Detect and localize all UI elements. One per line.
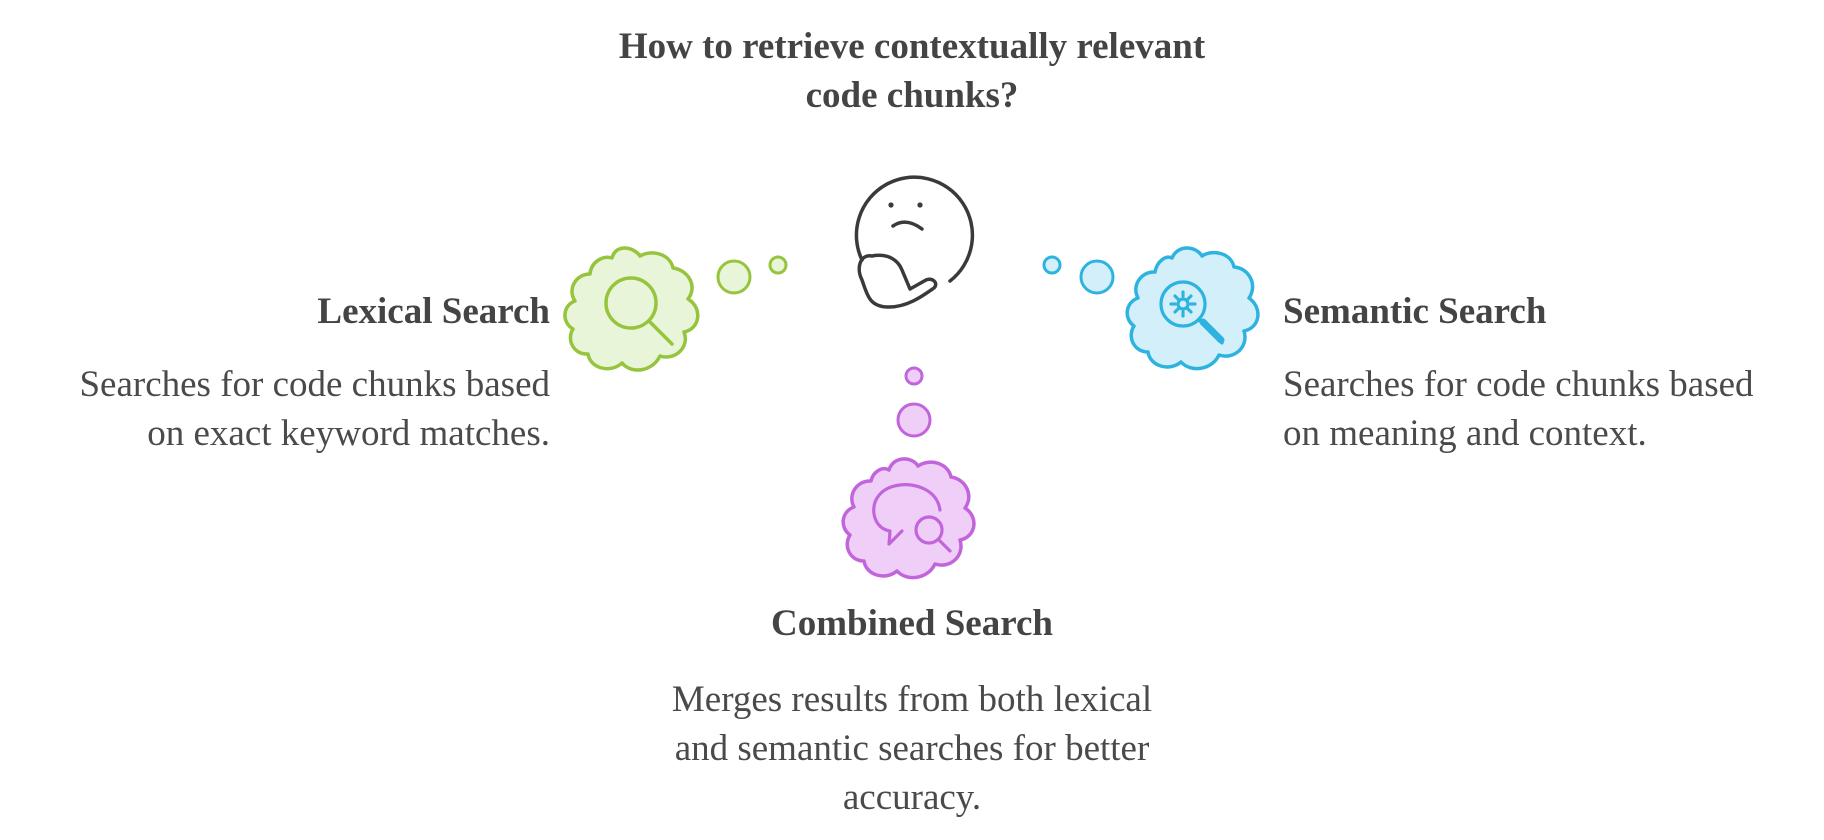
semantic-search-description: Searches for code chunks based on meanin… bbox=[1283, 360, 1754, 458]
diagram-title: How to retrieve contextually relevant co… bbox=[0, 22, 1824, 120]
semantic-search-heading: Semantic Search bbox=[1283, 291, 1547, 332]
lexical-cloud bbox=[563, 246, 700, 372]
lexical-thought-bubbles bbox=[716, 255, 788, 295]
magnifier-icon bbox=[604, 276, 674, 346]
semantic-thought-bubbles bbox=[1042, 255, 1115, 295]
combined-desc-line-2: and semantic searches for better bbox=[674, 728, 1150, 769]
title-line-2: code chunks? bbox=[805, 75, 1019, 116]
semantic-desc-line-2: on meaning and context. bbox=[1283, 413, 1647, 454]
combined-desc-line-1: Merges results from both lexical bbox=[671, 679, 1153, 720]
lexical-desc-line-1: Searches for code chunks based bbox=[79, 364, 550, 405]
combined-search-description: Merges results from both lexical and sem… bbox=[0, 675, 1824, 822]
lexical-desc-line-2: on exact keyword matches. bbox=[147, 413, 550, 454]
thinking-face-icon bbox=[854, 175, 975, 309]
lexical-search-heading: Lexical Search bbox=[317, 291, 550, 332]
semantic-desc-line-1: Searches for code chunks based bbox=[1283, 364, 1754, 405]
title-line-1: How to retrieve contextually relevant bbox=[618, 26, 1206, 67]
combined-desc-line-3: accuracy. bbox=[842, 777, 982, 818]
combined-search-heading: Combined Search bbox=[771, 603, 1053, 644]
gear-magnifier-icon bbox=[1159, 280, 1225, 345]
chat-magnifier-icon bbox=[872, 483, 952, 553]
combined-thought-bubbles bbox=[896, 366, 932, 438]
lexical-search-description: Searches for code chunks based on exact … bbox=[79, 360, 550, 458]
combined-cloud bbox=[841, 457, 976, 580]
semantic-cloud bbox=[1125, 246, 1260, 371]
